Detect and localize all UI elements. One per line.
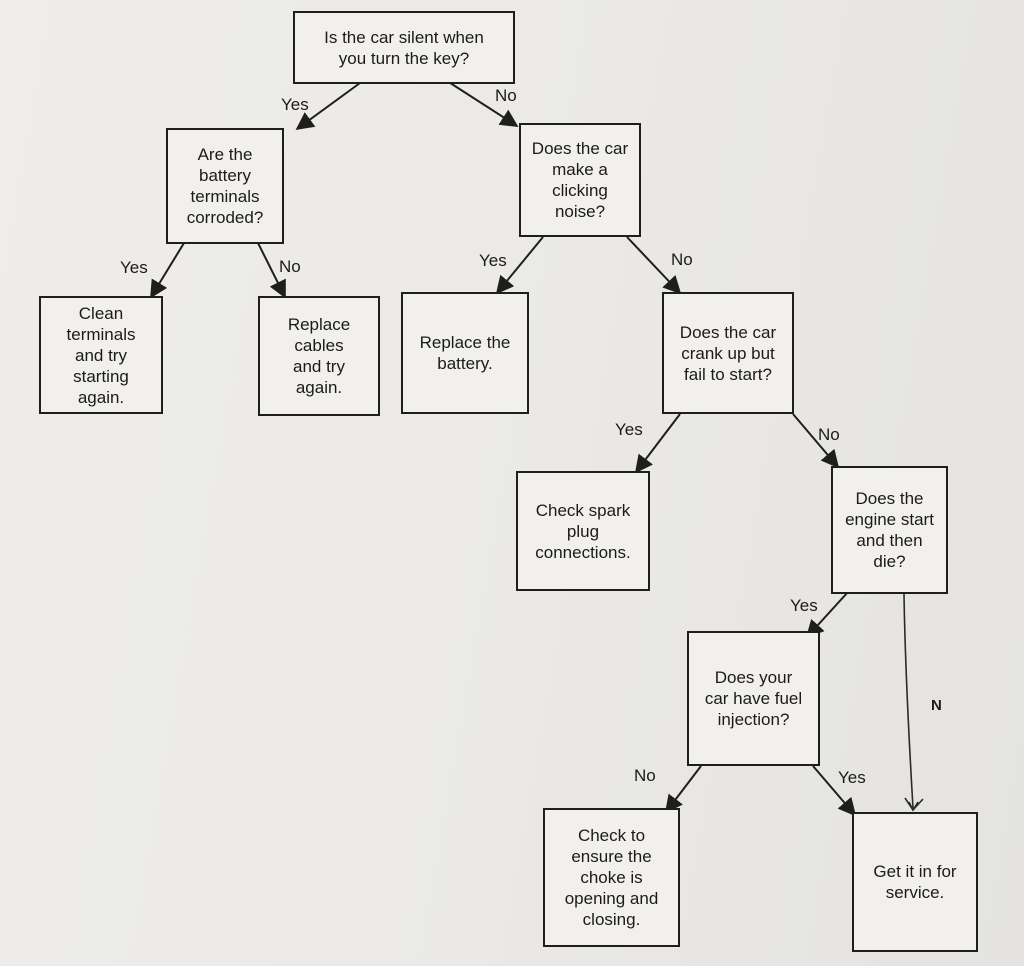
edge-label-silent-yes: Yes xyxy=(281,95,309,114)
node-engine-start-die: Does the engine start and then die? xyxy=(831,466,948,594)
edge-label-clicking-no: No xyxy=(671,250,693,269)
node-replace-cables: Replace cables and try again. xyxy=(258,296,380,416)
edge-crank-yes xyxy=(634,413,681,474)
node-fuel-injection: Does your car have fuel injection? xyxy=(687,631,820,766)
edge-crank-no xyxy=(792,413,840,469)
edge-label-fuel-no: No xyxy=(634,766,656,785)
node-crank-fail: Does the car crank up but fail to start? xyxy=(662,292,794,414)
node-check-choke: Check to ensure the choke is opening and… xyxy=(543,808,680,947)
edge-die-yes xyxy=(805,591,849,639)
node-get-service: Get it in for service. xyxy=(852,812,978,952)
edge-fuel-yes xyxy=(812,765,857,817)
edge-label-silent-no: No xyxy=(495,86,517,105)
node-clean-terminals: Clean terminals and try starting again. xyxy=(39,296,163,414)
node-terminals-corroded: Are the battery terminals corroded? xyxy=(166,128,284,244)
edge-label-crank-yes: Yes xyxy=(615,420,643,439)
edge-terminals-yes xyxy=(150,242,185,299)
node-car-silent: Is the car silent when you turn the key? xyxy=(293,11,515,84)
edge-clicking-yes xyxy=(495,236,544,295)
node-replace-battery: Replace the battery. xyxy=(401,292,529,414)
edge-label-fuel-yes: Yes xyxy=(838,768,866,787)
handwritten-edge-die-no xyxy=(903,593,924,812)
edge-label-clicking-yes: Yes xyxy=(479,251,507,270)
edge-label-terminals-yes: Yes xyxy=(120,258,148,277)
edge-label-terminals-no: No xyxy=(279,257,301,276)
edge-silent-no xyxy=(443,78,519,127)
edge-label-die-yes: Yes xyxy=(790,596,818,615)
edge-label-crank-no: No xyxy=(818,425,840,444)
node-check-spark-plug: Check spark plug connections. xyxy=(516,471,650,591)
node-clicking-noise: Does the car make a clicking noise? xyxy=(519,123,641,237)
edge-fuel-no xyxy=(664,765,702,814)
edge-terminals-no xyxy=(257,242,286,299)
edge-label-die-no-handwritten: N xyxy=(931,697,942,714)
edge-silent-yes xyxy=(295,82,361,131)
edge-clicking-no xyxy=(626,236,682,295)
